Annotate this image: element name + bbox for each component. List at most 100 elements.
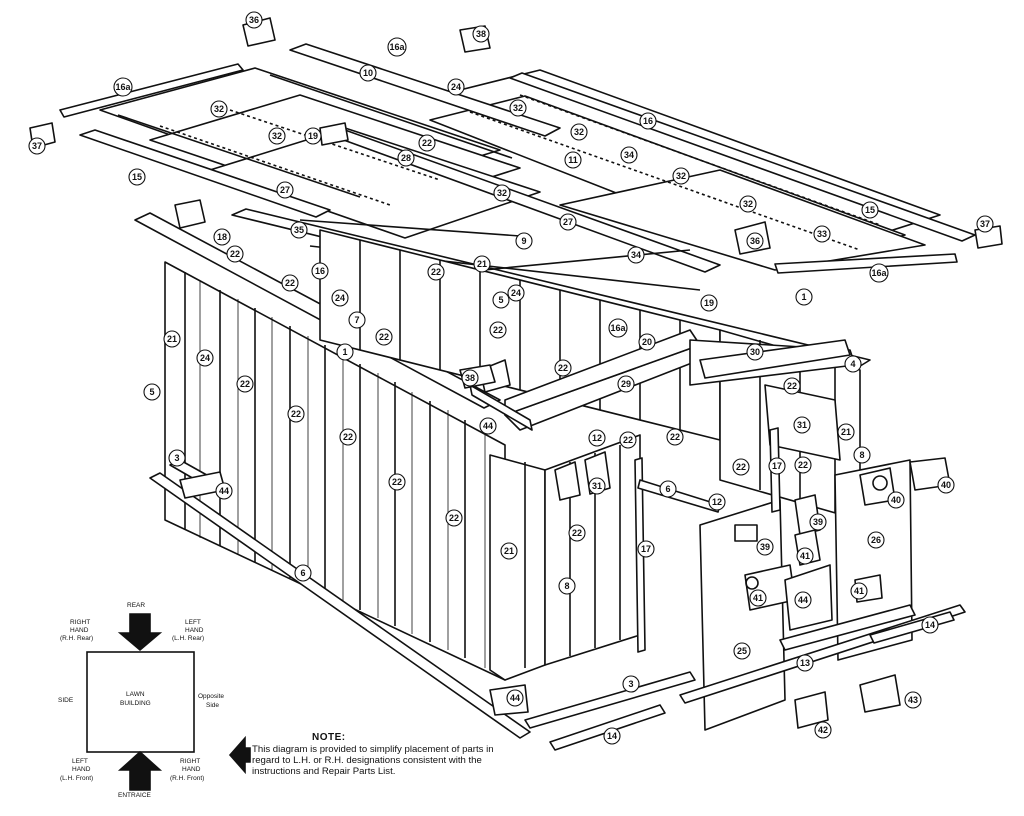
callout-number: 44 xyxy=(798,595,808,605)
callout-27: 27 xyxy=(559,213,577,231)
callout-34: 34 xyxy=(620,146,638,164)
callout-circle xyxy=(887,491,905,509)
callout-number: 16a xyxy=(115,82,131,92)
callout-circle xyxy=(794,591,812,609)
callout-number: 5 xyxy=(498,295,503,305)
callout-number: 6 xyxy=(665,484,670,494)
callout-41: 41 xyxy=(850,582,868,600)
callout-circle xyxy=(708,493,726,511)
callout-32: 32 xyxy=(570,123,588,141)
callout-circle xyxy=(588,429,606,447)
callout-circle xyxy=(627,246,645,264)
callout-22: 22 xyxy=(375,328,393,346)
callout-circle xyxy=(814,721,832,739)
callout-circle xyxy=(447,78,465,96)
note-title: NOTE: xyxy=(312,732,346,743)
callout-circle xyxy=(813,225,831,243)
callout-number: 18 xyxy=(217,232,227,242)
callout-9: 9 xyxy=(515,232,533,250)
callout-40: 40 xyxy=(887,491,905,509)
callout-11: 11 xyxy=(564,151,582,169)
callout-number: 9 xyxy=(521,236,526,246)
callout-7: 7 xyxy=(348,311,366,329)
callout-circle xyxy=(783,377,801,395)
callout-number: 17 xyxy=(641,544,651,554)
callout-circle xyxy=(603,727,621,745)
callout-circle xyxy=(331,289,349,307)
key-rh-rear-3: (R.H. Rear) xyxy=(60,635,94,642)
callout-22: 22 xyxy=(388,473,406,491)
callout-33: 33 xyxy=(813,225,831,243)
callout-number: 38 xyxy=(476,29,486,39)
callout-circle xyxy=(388,473,406,491)
callout-number: 8 xyxy=(564,581,569,591)
callout-circle xyxy=(210,100,228,118)
callout-19: 19 xyxy=(304,127,322,145)
key-rh-rear-2: HAND xyxy=(70,627,89,634)
callout-32: 32 xyxy=(739,195,757,213)
callout-circle xyxy=(473,255,491,273)
callout-17: 17 xyxy=(637,540,655,558)
callout-circle xyxy=(28,137,46,155)
callout-circle xyxy=(445,509,463,527)
callout-44: 44 xyxy=(479,417,497,435)
callout-circle xyxy=(619,431,637,449)
key-rh-rear-1: RIGHT xyxy=(70,619,91,626)
callout-circle xyxy=(168,449,186,467)
callout-number: 16a xyxy=(610,323,626,333)
callout-circle xyxy=(937,476,955,494)
key-lh-rear-1: LEFT xyxy=(185,619,201,626)
callout-22: 22 xyxy=(226,245,244,263)
callout-22: 22 xyxy=(418,134,436,152)
callout-29: 29 xyxy=(617,375,635,393)
callout-circle xyxy=(143,383,161,401)
callout-number: 22 xyxy=(798,460,808,470)
callout-number: 12 xyxy=(712,497,722,507)
callout-number: 19 xyxy=(704,298,714,308)
callout-circle xyxy=(213,228,231,246)
callout-6: 6 xyxy=(659,480,677,498)
callout-32: 32 xyxy=(493,184,511,202)
callout-16a: 16a xyxy=(387,37,407,57)
key-side-label: SIDE xyxy=(58,697,74,704)
callout-number: 39 xyxy=(760,542,770,552)
callout-3: 3 xyxy=(168,449,186,467)
callout-number: 5 xyxy=(149,387,154,397)
callout-circle xyxy=(672,167,690,185)
callout-16a: 16a xyxy=(608,318,628,338)
callout-22: 22 xyxy=(554,359,572,377)
callout-number: 22 xyxy=(572,528,582,538)
callout-circle xyxy=(622,675,640,693)
callout-number: 22 xyxy=(392,477,402,487)
callout-24: 24 xyxy=(447,78,465,96)
callout-circle xyxy=(768,457,786,475)
callout-32: 32 xyxy=(672,167,690,185)
callout-30: 30 xyxy=(746,343,764,361)
callout-16a: 16a xyxy=(113,77,133,97)
callout-number: 16a xyxy=(389,42,405,52)
key-lh-rear-2: HAND xyxy=(185,627,204,634)
callout-circle xyxy=(558,577,576,595)
callout-circle xyxy=(215,482,233,500)
callout-circle xyxy=(739,195,757,213)
callout-circle xyxy=(245,11,263,29)
callout-circle xyxy=(397,149,415,167)
callout-circle xyxy=(921,616,939,634)
callout-circle xyxy=(479,417,497,435)
callout-circle xyxy=(564,151,582,169)
callout-circle xyxy=(850,582,868,600)
roof-panels-left xyxy=(99,67,541,239)
callout-16: 16 xyxy=(311,262,329,280)
key-lh-rear-3: (L.H. Rear) xyxy=(172,635,205,642)
callout-number: 32 xyxy=(574,127,584,137)
key-lh-front-2: HAND xyxy=(72,766,91,773)
callout-32: 32 xyxy=(210,100,228,118)
callout-number: 15 xyxy=(865,205,875,215)
callout-circle xyxy=(794,456,812,474)
callout-22: 22 xyxy=(783,377,801,395)
callout-8: 8 xyxy=(853,446,871,464)
callout-circle xyxy=(620,146,638,164)
callout-number: 14 xyxy=(925,620,935,630)
callout-circle xyxy=(659,480,677,498)
